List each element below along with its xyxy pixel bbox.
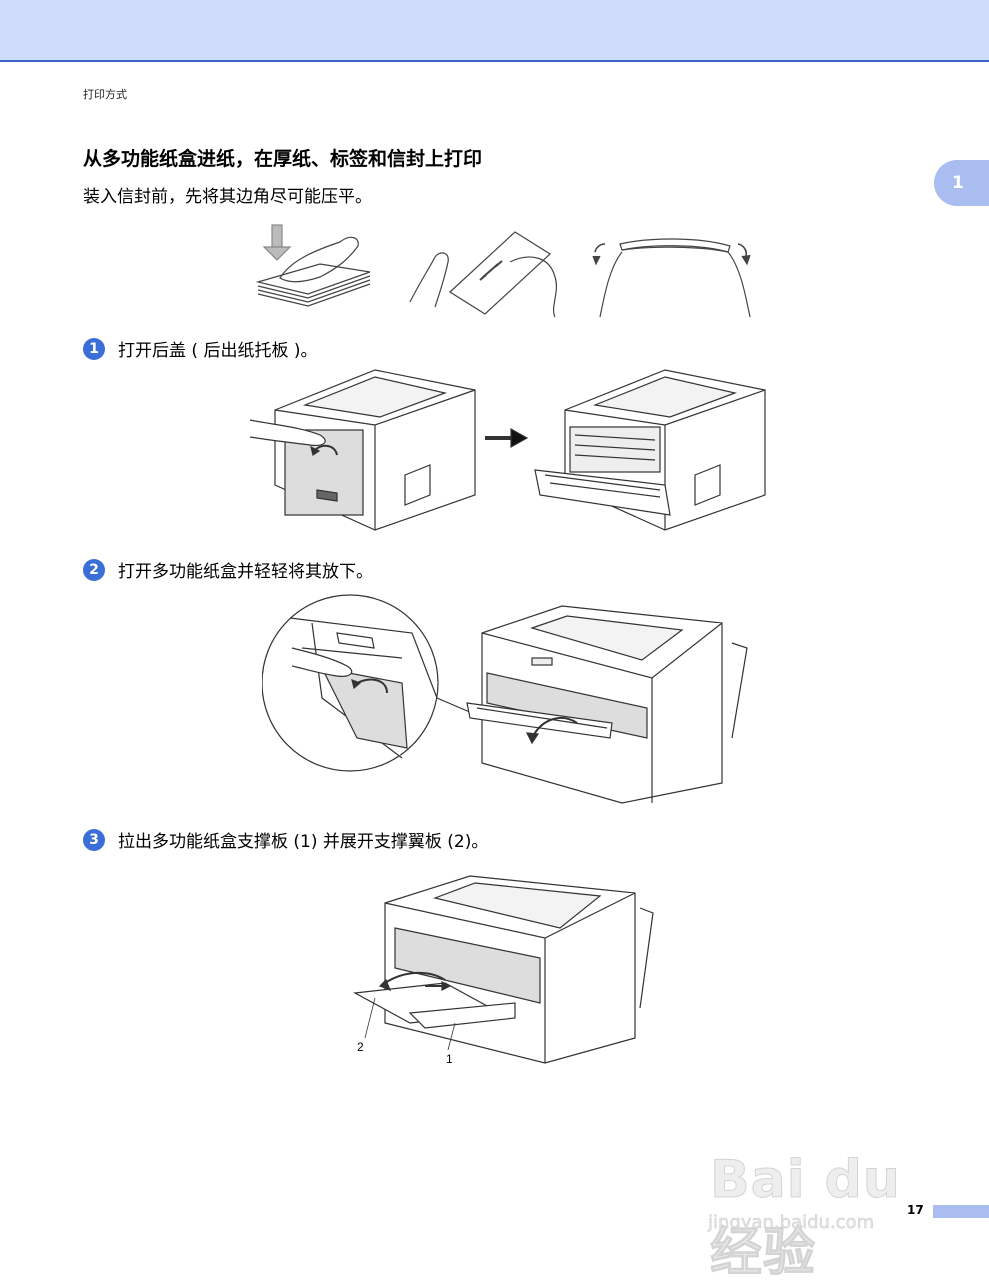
step-number-badge: 3 (83, 828, 105, 851)
watermark-url: jingyan.baidu.com (708, 1212, 875, 1234)
step-text: 拉出多功能纸盒支撑板 (1) 并展开支撑翼板 (2)。 (118, 832, 489, 852)
step-text: 打开多功能纸盒并轻轻将其放下。 (118, 562, 373, 582)
open-back-cover-illustration (249, 369, 766, 531)
baidu-watermark: Bai du 经验 jingyan.baidu.com (700, 1130, 930, 1284)
running-head: 打印方式 (83, 88, 127, 101)
open-mp-tray-illustration (262, 594, 748, 804)
callout-support-flap: 2 (357, 1040, 364, 1054)
step-1: 1 打开后盖 ( 后出纸托板 )。 (83, 336, 317, 361)
header-band (0, 0, 989, 62)
callout-support-board: 1 (446, 1052, 453, 1066)
intro-text: 装入信封前，先将其边角尽可能压平。 (83, 187, 372, 207)
page-number: 17 (907, 1203, 924, 1217)
section-title: 从多功能纸盒进纸，在厚纸、标签和信封上打印 (83, 148, 483, 170)
step-number-badge: 2 (83, 558, 105, 581)
baidu-logo: Bai du 经验 (710, 1150, 901, 1284)
support-flap-illustration (353, 875, 654, 1064)
footer-tab (933, 1205, 989, 1218)
step-text: 打开后盖 ( 后出纸托板 )。 (118, 341, 318, 361)
step-number-badge: 1 (83, 337, 105, 360)
envelope-flatten-illustration (255, 224, 751, 318)
step-2: 2 打开多功能纸盒并轻轻将其放下。 (83, 557, 373, 582)
chapter-tab[interactable]: 1 (934, 160, 989, 206)
step-3: 3 拉出多功能纸盒支撑板 (1) 并展开支撑翼板 (2)。 (83, 827, 488, 852)
